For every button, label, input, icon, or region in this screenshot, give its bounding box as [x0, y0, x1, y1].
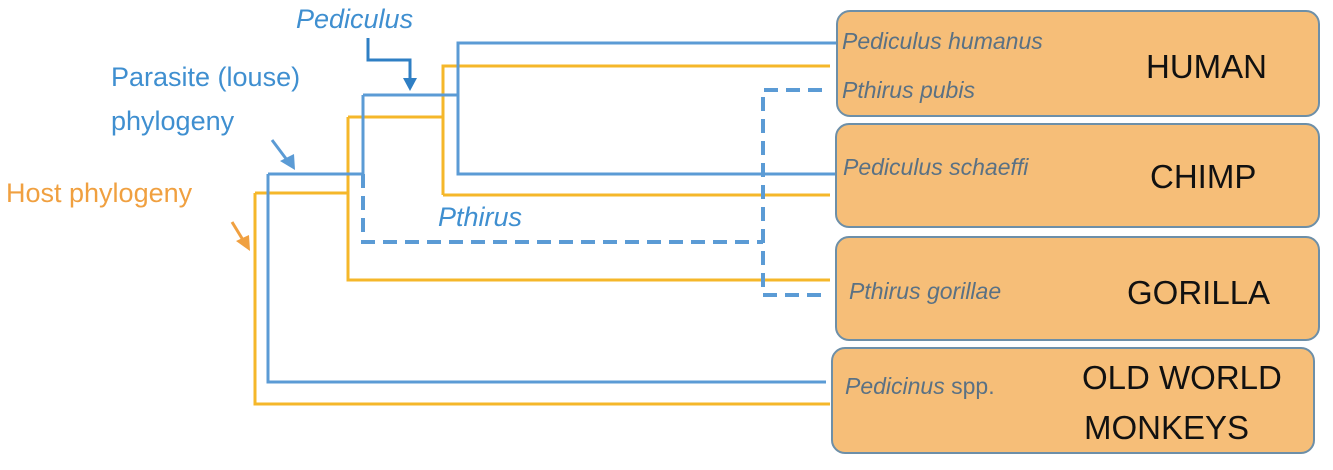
parasite-pthirus-stem [361, 174, 763, 244]
host-box-chimp: Pediculus schaeffi CHIMP [835, 123, 1320, 228]
parasite-phylogeny-label-line2: phylogeny [111, 106, 235, 136]
parasite-pthirus-dashed [361, 88, 822, 297]
host-name: CHIMP [1150, 158, 1257, 195]
parasite-genus: Pedicinus [845, 373, 945, 399]
pediculus-arrow [366, 38, 417, 91]
parasite-pediculus-humanus-branch [456, 41, 836, 95]
genus-pthirus-label: Pthirus [438, 202, 523, 232]
host-tree [253, 64, 830, 406]
host-monkey-branch [253, 193, 830, 406]
parasite-pediculus-schaeffi-branch [456, 95, 836, 176]
parasite-species-label: Pediculus schaeffi [843, 154, 1029, 180]
host-name: GORILLA [1127, 274, 1271, 311]
host-name: HUMAN [1146, 48, 1267, 85]
parasite-phylogeny-label-line1: Parasite (louse) [111, 62, 301, 92]
parasite-tree [266, 41, 836, 384]
parasite-pthirus-split [761, 88, 822, 297]
host-human-branch [441, 64, 830, 195]
host-box-gorilla: Pthirus gorillae GORILLA [835, 236, 1320, 341]
genus-pediculus-label: Pediculus [296, 4, 414, 34]
parasite-species-label: Pediculus humanus [842, 28, 1043, 54]
parasite-pedicinus-branch [266, 174, 826, 384]
host-box-old-world-monkeys: Pedicinus spp. OLD WORLD MONKEYS [831, 347, 1315, 454]
host-name-line2: MONKEYS [1084, 409, 1250, 446]
parasite-species-label: Pthirus gorillae [849, 278, 1002, 304]
host-box-human: Pediculus humanus Pthirus pubis HUMAN [836, 10, 1320, 117]
parasite-phylogeny-arrow [270, 139, 295, 170]
host-gorilla-branch [346, 117, 830, 282]
parasite-species-label: Pthirus pubis [842, 77, 975, 103]
host-phylogeny-label: Host phylogeny [6, 178, 193, 208]
parasite-species-label: Pedicinus spp. [845, 373, 995, 400]
host-name-line1: OLD WORLD [1082, 359, 1282, 396]
host-phylogeny-arrow [230, 221, 250, 251]
parasite-suffix: spp. [944, 373, 995, 399]
